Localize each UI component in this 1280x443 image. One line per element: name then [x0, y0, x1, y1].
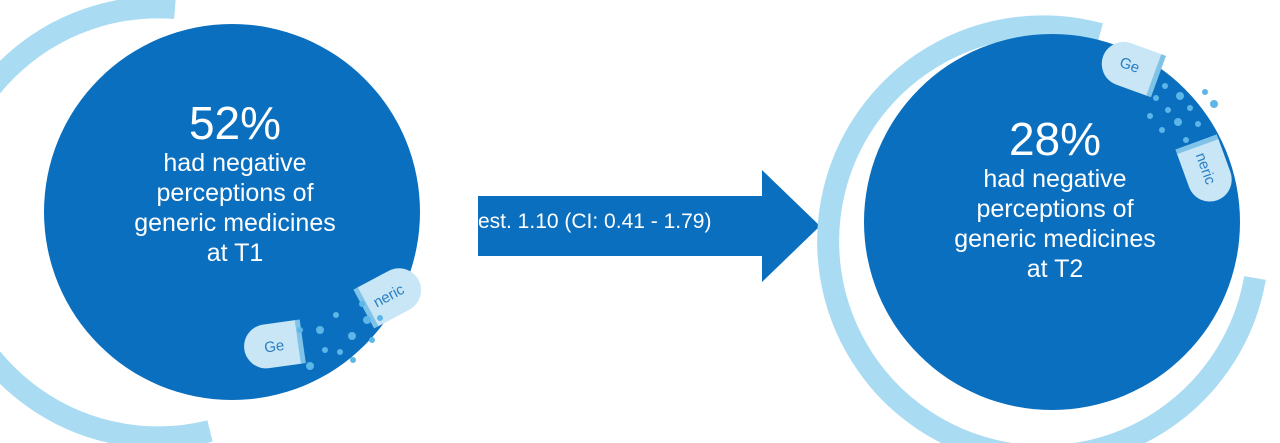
t2-text-block: 28% had negative perceptions of generic … [915, 114, 1195, 284]
t1-pill-cap-text: Ge [263, 337, 285, 357]
t1-caption-line4: at T1 [206, 239, 264, 267]
t2-percent: 28% [1008, 113, 1102, 165]
t1-caption-line3: generic medicines [134, 209, 336, 237]
t2-caption-line1: had negative [983, 165, 1127, 193]
t2-pill-cap-text: Ge [1117, 54, 1142, 77]
t2-caption-line4: at T2 [1026, 255, 1084, 283]
t2-pill-body: neric [1175, 134, 1232, 202]
t1-circle [44, 24, 420, 400]
t2-caption-line3: generic medicines [954, 225, 1156, 253]
arrow-shape [478, 170, 820, 282]
t1-light-ring-arc [0, 0, 213, 443]
t2-pill-cap: Ge [1101, 41, 1167, 98]
t2-granules [1147, 83, 1218, 143]
t2-light-ring-arc [817, 15, 1266, 443]
t1-caption-line2: perceptions of [156, 179, 314, 207]
t1-group: neric Ge [0, 0, 422, 443]
t1-percent: 52% [188, 97, 282, 149]
t1-caption-line1: had negative [163, 149, 307, 177]
t1-pill-body: neric [353, 268, 422, 329]
t1-text-block: 52% had negative perceptions of generic … [95, 98, 375, 268]
arrow-estimate-label: est. 1.10 (CI: 0.41 - 1.79) [478, 210, 712, 233]
t2-caption-line2: perceptions of [976, 195, 1134, 223]
t2-group: Ge neric [817, 15, 1266, 443]
t2-circle [864, 34, 1240, 410]
t1-granules [297, 301, 383, 370]
